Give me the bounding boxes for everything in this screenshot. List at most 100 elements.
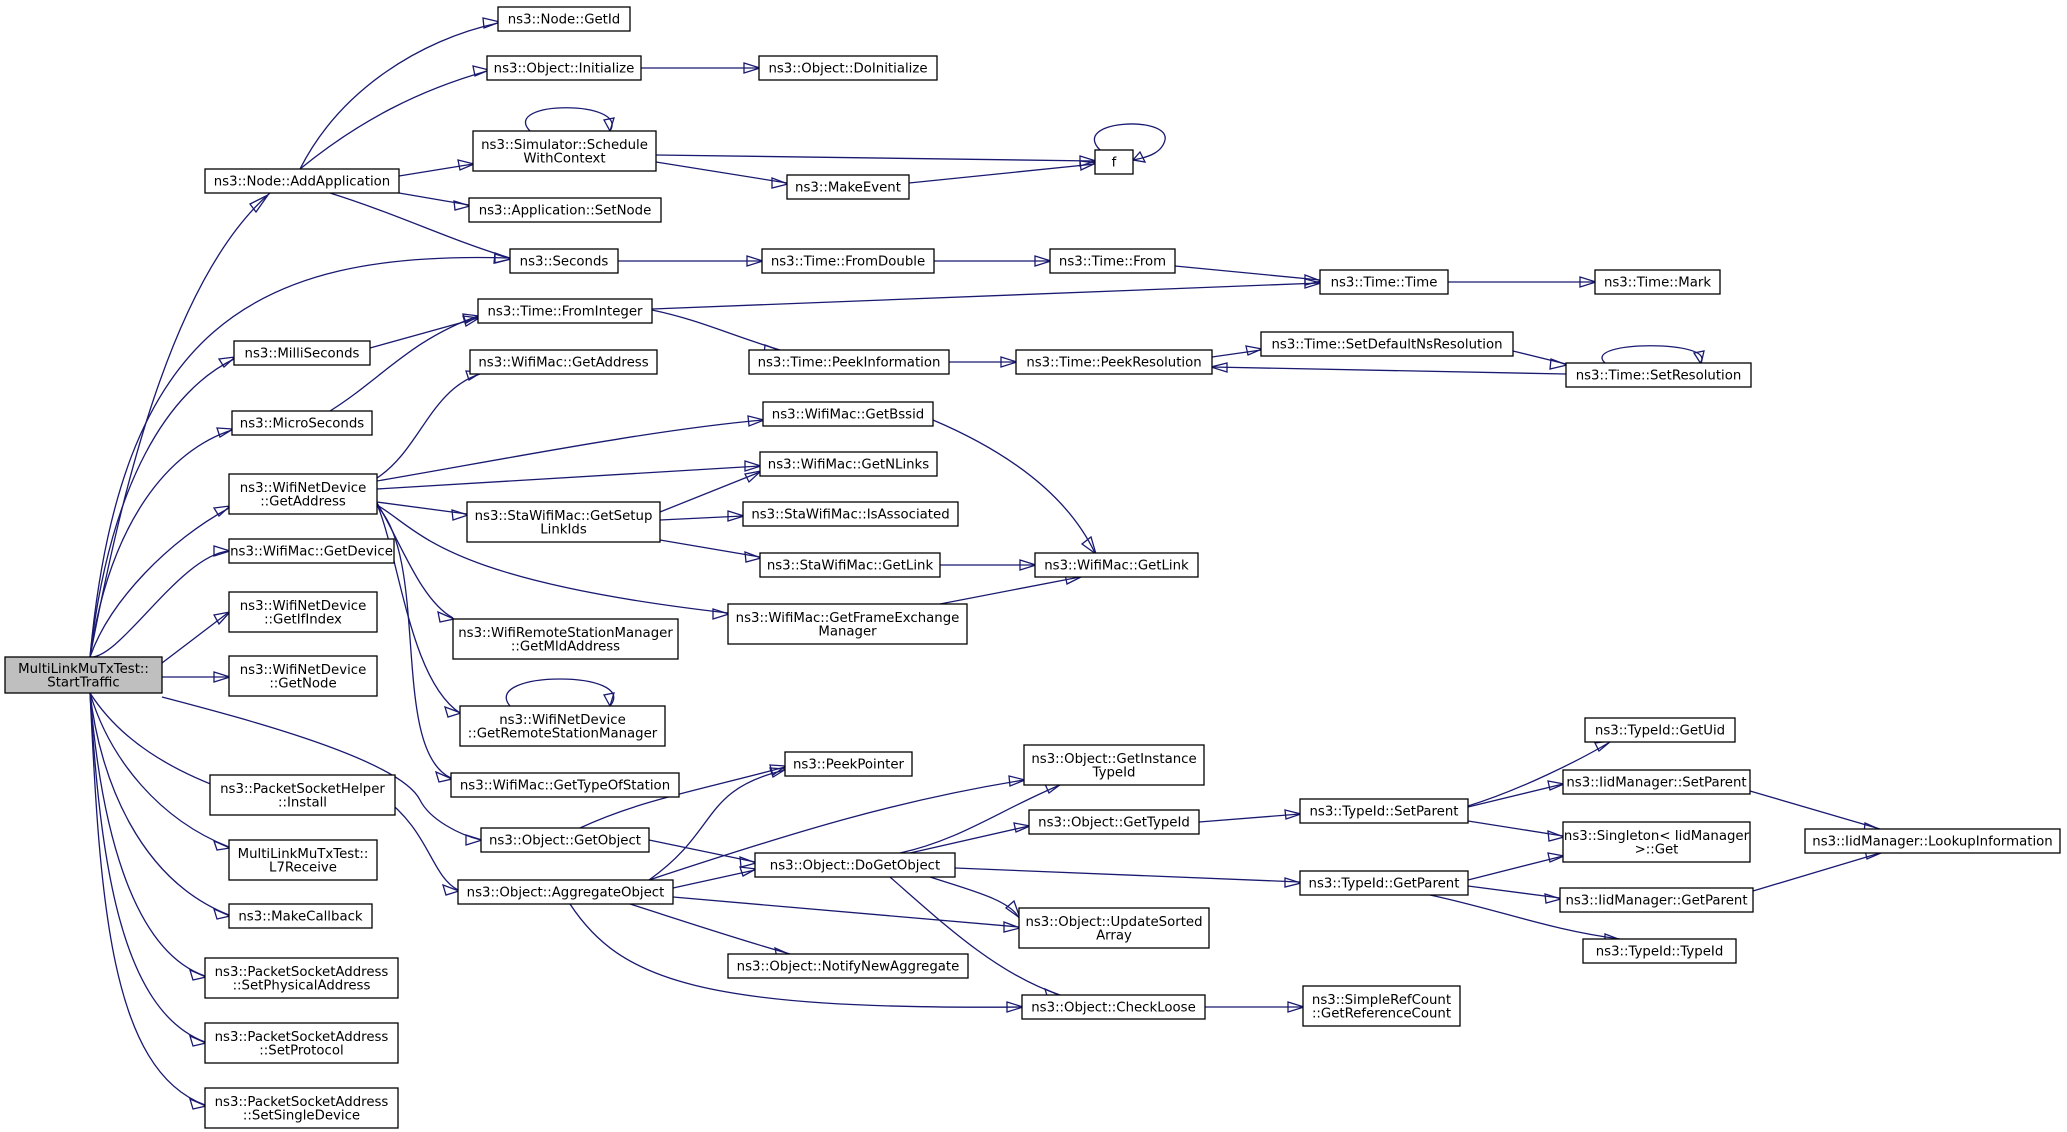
call-edge xyxy=(648,839,759,868)
node-label: ns3::WifiNetDevice xyxy=(240,663,367,678)
arrowhead-icon xyxy=(249,194,269,214)
graph-node-add-app[interactable]: ns3::Node::AddApplication xyxy=(204,168,400,194)
call-edge xyxy=(1467,820,1567,842)
call-edge xyxy=(672,866,759,889)
graph-node-sta-get-link[interactable]: ns3::StaWifiMac::GetLink xyxy=(759,552,941,578)
node-box xyxy=(727,953,969,979)
graph-node-mac-get-link[interactable]: ns3::WifiMac::GetLink xyxy=(1034,552,1199,578)
graph-node-lookup-info[interactable]: ns3::IidManager::LookupInformation xyxy=(1804,828,2061,854)
graph-node-type-of-station[interactable]: ns3::WifiMac::GetTypeOfStation xyxy=(450,772,680,798)
graph-node-set-single[interactable]: ns3::PacketSocketAddress::SetSingleDevic… xyxy=(204,1087,399,1129)
node-box xyxy=(759,552,941,578)
node-label: ns3::Time::Time xyxy=(1331,276,1438,291)
graph-node-aggregate[interactable]: ns3::Object::AggregateObject xyxy=(457,879,674,905)
node-label: ns3::TypeId::SetParent xyxy=(1309,805,1458,820)
arrowhead-icon xyxy=(1131,150,1147,163)
call-edge-line xyxy=(648,779,1025,881)
call-edge xyxy=(940,559,1039,571)
graph-node-set-protocol[interactable]: ns3::PacketSocketAddress::SetProtocol xyxy=(204,1022,399,1064)
call-edge xyxy=(376,460,764,490)
graph-node-make-event[interactable]: ns3::MakeEvent xyxy=(786,174,910,200)
graph-node-micro[interactable]: ns3::MicroSeconds xyxy=(231,410,373,436)
arrowhead-icon xyxy=(1692,350,1705,366)
graph-node-obj-get-object[interactable]: ns3::Object::GetObject xyxy=(480,827,650,853)
call-edge-line xyxy=(329,315,479,412)
call-edge xyxy=(89,692,233,797)
graph-node-ref-count[interactable]: ns3::SimpleRefCount::GetReferenceCount xyxy=(1302,985,1461,1027)
graph-node-obj-do-initialize[interactable]: ns3::Object::DoInitialize xyxy=(758,55,938,81)
graph-node-peek-info[interactable]: ns3::Time::PeekInformation xyxy=(748,349,950,375)
graph-node-time-mark[interactable]: ns3::Time::Mark xyxy=(1594,269,1721,295)
graph-node-wnd-get-address[interactable]: ns3::WifiNetDevice::GetAddress xyxy=(228,473,378,515)
graph-node-mld-addr[interactable]: ns3::WifiRemoteStationManager::GetMldAdd… xyxy=(452,618,679,660)
node-box xyxy=(1804,828,2061,854)
call-edge-line xyxy=(89,692,206,977)
call-edge-line xyxy=(1198,813,1301,823)
graph-node-peek-pointer[interactable]: ns3::PeekPointer xyxy=(784,751,913,777)
graph-node-tid-get-parent[interactable]: ns3::TypeId::GetParent xyxy=(1299,870,1469,896)
graph-node-get-uid[interactable]: ns3::TypeId::GetUid xyxy=(1584,717,1736,743)
graph-node-set-physical[interactable]: ns3::PacketSocketAddress::SetPhysicalAdd… xyxy=(204,957,399,999)
node-label: ns3::WifiRemoteStationManager xyxy=(458,626,673,641)
graph-node-get-n-links[interactable]: ns3::WifiMac::GetNLinks xyxy=(759,451,938,477)
graph-node-node-get-id[interactable]: ns3::Node::GetId xyxy=(497,6,631,32)
call-edge xyxy=(949,356,1020,368)
graph-node-start[interactable]: MultiLinkMuTxTest::StartTraffic xyxy=(4,656,163,694)
graph-node-iid-get-parent[interactable]: ns3::IidManager::GetParent xyxy=(1559,887,1754,913)
graph-node-tid-type-id[interactable]: ns3::TypeId::TypeId xyxy=(1582,938,1737,964)
call-edge xyxy=(161,696,485,846)
graph-node-get-bssid[interactable]: ns3::WifiMac::GetBssid xyxy=(762,401,934,427)
graph-node-set-default-ns[interactable]: ns3::Time::SetDefaultNsResolution xyxy=(1260,331,1514,357)
graph-node-mac-get-address[interactable]: ns3::WifiMac::GetAddress xyxy=(469,349,658,375)
arrowhead-icon xyxy=(1019,559,1039,571)
graph-node-notify-new[interactable]: ns3::Object::NotifyNewAggregate xyxy=(727,953,969,979)
graph-node-psh-install[interactable]: ns3::PacketSocketHelper::Install xyxy=(209,774,396,816)
node-label: ns3::Time::SetDefaultNsResolution xyxy=(1271,338,1502,353)
arrowhead-icon xyxy=(442,883,462,896)
graph-node-f[interactable]: f xyxy=(1094,149,1134,175)
call-edge-line xyxy=(89,256,511,658)
graph-node-mac-get-device[interactable]: ns3::WifiMac::GetDevice xyxy=(228,538,395,564)
graph-node-singleton[interactable]: ns3::Singleton< IidManager>::Get xyxy=(1562,821,1751,863)
graph-node-l7-receive[interactable]: MultiLinkMuTxTest::L7Receive xyxy=(228,839,378,881)
node-label: ::SetSingleDevice xyxy=(243,1108,360,1123)
call-edge xyxy=(398,192,473,211)
graph-node-time-time[interactable]: ns3::Time::Time xyxy=(1319,269,1449,295)
graph-node-if-index[interactable]: ns3::WifiNetDevice::GetIfIndex xyxy=(228,591,378,633)
graph-node-obj-get-type-id[interactable]: ns3::Object::GetTypeId xyxy=(1028,809,1200,835)
graph-node-seconds[interactable]: ns3::Seconds xyxy=(509,248,619,274)
graph-node-tid-set-parent[interactable]: ns3::TypeId::SetParent xyxy=(1299,798,1469,824)
call-edge xyxy=(1093,123,1166,163)
node-box xyxy=(452,618,679,660)
call-edge xyxy=(641,62,763,74)
graph-node-set-res[interactable]: ns3::Time::SetResolution xyxy=(1565,362,1752,388)
node-box xyxy=(1562,821,1751,863)
graph-node-check-loose[interactable]: ns3::Object::CheckLoose xyxy=(1021,994,1206,1020)
call-edge-line xyxy=(525,107,613,132)
graph-node-is-assoc[interactable]: ns3::StaWifiMac::IsAssociated xyxy=(742,501,959,527)
call-edge xyxy=(1752,849,1884,892)
graph-node-obj-initialize[interactable]: ns3::Object::Initialize xyxy=(486,55,642,81)
graph-node-peek-res[interactable]: ns3::Time::PeekResolution xyxy=(1015,349,1213,375)
graph-node-from-double[interactable]: ns3::Time::FromDouble xyxy=(761,248,935,274)
graph-node-time-from[interactable]: ns3::Time::From xyxy=(1049,248,1176,274)
graph-node-make-callback[interactable]: ns3::MakeCallback xyxy=(228,903,373,929)
graph-node-from-integer[interactable]: ns3::Time::FromInteger xyxy=(477,298,653,324)
call-edge xyxy=(89,253,514,658)
graph-node-wnd-get-node[interactable]: ns3::WifiNetDevice::GetNode xyxy=(228,655,378,697)
node-label: ns3::WifiNetDevice xyxy=(240,481,367,496)
call-edge-line xyxy=(648,769,786,881)
node-box xyxy=(759,451,938,477)
node-box xyxy=(1034,552,1199,578)
graph-node-remote-mgr[interactable]: ns3::WifiNetDevice::GetRemoteStationMana… xyxy=(459,705,666,747)
arrowhead-icon xyxy=(188,1034,209,1047)
graph-node-iid-set-parent[interactable]: ns3::IidManager::SetParent xyxy=(1562,769,1751,795)
graph-node-app-set-node[interactable]: ns3::Application::SetNode xyxy=(468,197,662,223)
graph-node-milli[interactable]: ns3::MilliSeconds xyxy=(233,340,371,366)
graph-node-do-get-object[interactable]: ns3::Object::DoGetObject xyxy=(754,852,956,878)
